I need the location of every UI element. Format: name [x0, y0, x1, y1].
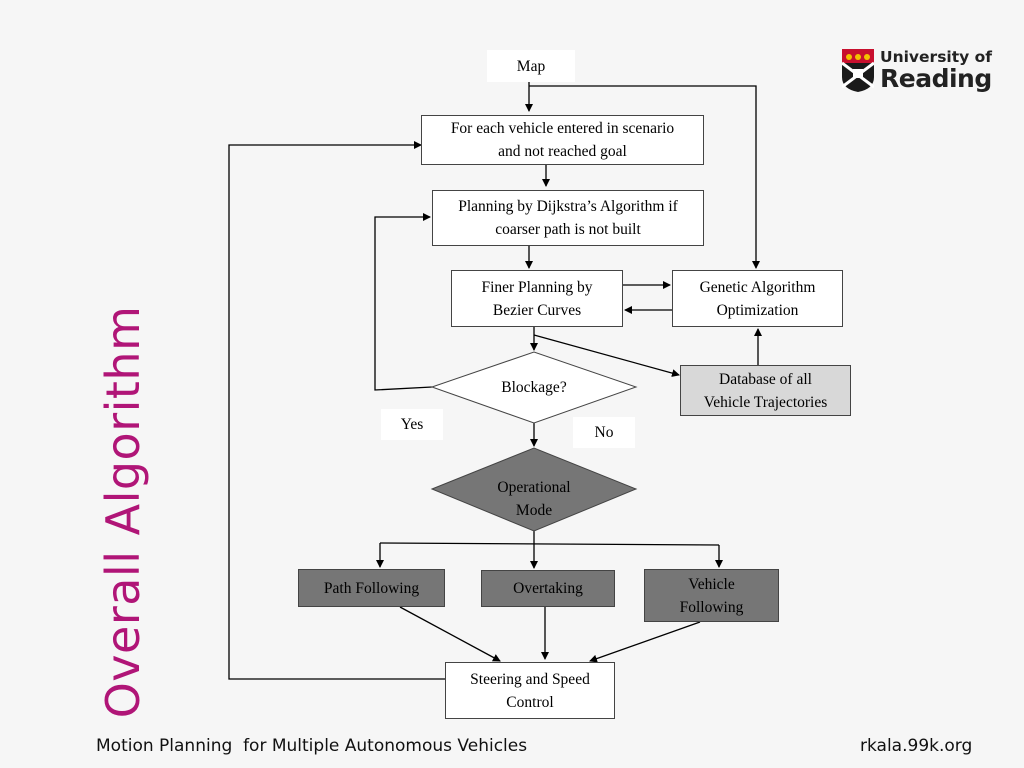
arrow-bezier-to-database	[533, 334, 680, 377]
path-following-label: Path Following	[323, 579, 420, 597]
yes-text: Yes	[400, 416, 424, 433]
footer-title: Motion Planning for Multiple Autonomous …	[96, 736, 528, 756]
dijkstra-planning-node: Planning by Dijkstra’s Algorithm if coars…	[432, 190, 704, 246]
vehicle-following-line1: Vehicle	[688, 575, 735, 593]
map-node: Map	[487, 50, 575, 82]
steering-line2: Control	[506, 693, 554, 711]
operational-line1: Operational	[497, 479, 571, 496]
database-line1: Database of all	[719, 370, 812, 388]
genetic-line2: Optimization	[716, 301, 799, 319]
for-each-vehicle-node: For each vehicle entered in scenario and …	[421, 115, 704, 165]
dijkstra-line2: coarser path is not built	[495, 221, 641, 238]
for-each-line2: and not reached goal	[498, 143, 627, 160]
arrow-map-to-genetic	[529, 85, 760, 269]
bezier-line2: Bezier Curves	[492, 301, 582, 319]
no-label: No	[573, 417, 635, 448]
mode-split-line	[379, 542, 720, 546]
blockage-label: Blockage?	[501, 378, 567, 396]
operational-mode-diamond	[430, 447, 638, 532]
vehicle-following-line2: Following	[679, 598, 744, 616]
logo-text-line1: University of	[880, 48, 993, 66]
logo-text-line2: Reading	[880, 64, 992, 93]
bezier-planning-node: Finer Planning by Bezier Curves	[451, 270, 623, 327]
arrow-blockage-yes-loop	[374, 213, 433, 391]
no-text: No	[594, 424, 614, 441]
arrow-vehicle-following-to-control	[589, 621, 701, 663]
blockage-diamond	[430, 351, 638, 424]
yes-label: Yes	[381, 409, 443, 440]
bezier-line1: Finer Planning by	[481, 278, 593, 296]
footer-url: rkala.99k.org	[860, 736, 973, 756]
university-crest-icon	[842, 49, 874, 92]
for-each-line1: For each vehicle entered in scenario	[450, 120, 675, 137]
arrow-path-following-to-control	[399, 606, 501, 662]
genetic-line1: Genetic Algorithm	[699, 278, 816, 296]
map-label: Map	[516, 57, 546, 75]
overtaking-node: Overtaking	[481, 570, 615, 607]
dijkstra-line1: Planning by Dijkstra’s Algorithm if	[458, 198, 678, 215]
overtaking-label: Overtaking	[513, 580, 583, 597]
path-following-node: Path Following	[298, 569, 445, 607]
database-line2: Vehicle Trajectories	[703, 393, 828, 411]
operational-line2: Mode	[515, 502, 553, 519]
arrow-control-feedback-loop	[228, 141, 445, 680]
university-logo: University of Reading	[842, 48, 992, 95]
steering-line1: Steering and Speed	[470, 670, 590, 688]
